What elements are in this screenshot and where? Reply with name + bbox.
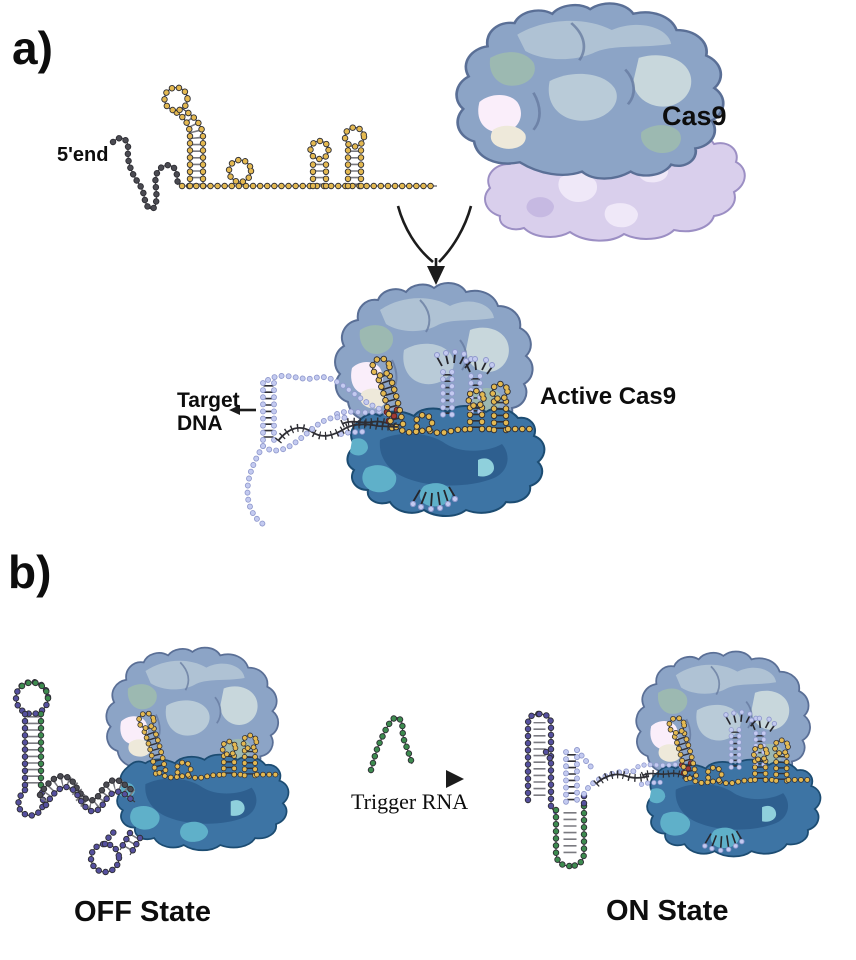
sgrna-structure: 5'end (57, 84, 441, 212)
panel-b: b) (8, 546, 820, 928)
trigger-rna-label: Trigger RNA (351, 789, 468, 814)
cas9-inactive: Cas9 (455, 2, 746, 242)
cas9-off-body (106, 648, 288, 851)
cas9-label: Cas9 (662, 101, 727, 131)
on-state-label: ON State (606, 895, 728, 927)
cas9-recognition-lobe (455, 2, 725, 180)
five-prime-end-label: 5'end (57, 144, 108, 166)
panel-a: a) 5'end (12, 2, 746, 528)
grna-scaffold (161, 84, 441, 190)
off-lower-loop (87, 826, 144, 876)
trigger-rna (367, 714, 416, 774)
cas9-on-body (636, 651, 820, 856)
right-arrow-icon (446, 770, 464, 788)
opened-switch-duplex (524, 710, 588, 870)
assembly-arrows (396, 205, 473, 285)
down-arrow-icon (427, 266, 445, 285)
panel-a-label: a) (12, 22, 53, 74)
spacer-strand (109, 134, 182, 212)
switch-hairpin (12, 678, 139, 819)
target-dna-label-line1: Target (177, 389, 240, 412)
target-dna-callout: Target DNA (177, 389, 256, 435)
target-dna (244, 373, 399, 528)
off-state-label: OFF State (74, 896, 211, 928)
target-dna-label-line2: DNA (177, 412, 223, 435)
on-state-complex: ON State (524, 651, 820, 927)
trigger-rna-step: Trigger RNA (351, 714, 468, 814)
on-target-dna-strands (563, 747, 651, 809)
active-cas9-label: Active Cas9 (540, 383, 676, 410)
off-state-complex: OFF State (12, 648, 288, 928)
panel-b-label: b) (8, 546, 51, 598)
left-arrow-icon (229, 405, 240, 415)
active-cas9-complex: Target DNA Active Cas9 (177, 283, 676, 528)
